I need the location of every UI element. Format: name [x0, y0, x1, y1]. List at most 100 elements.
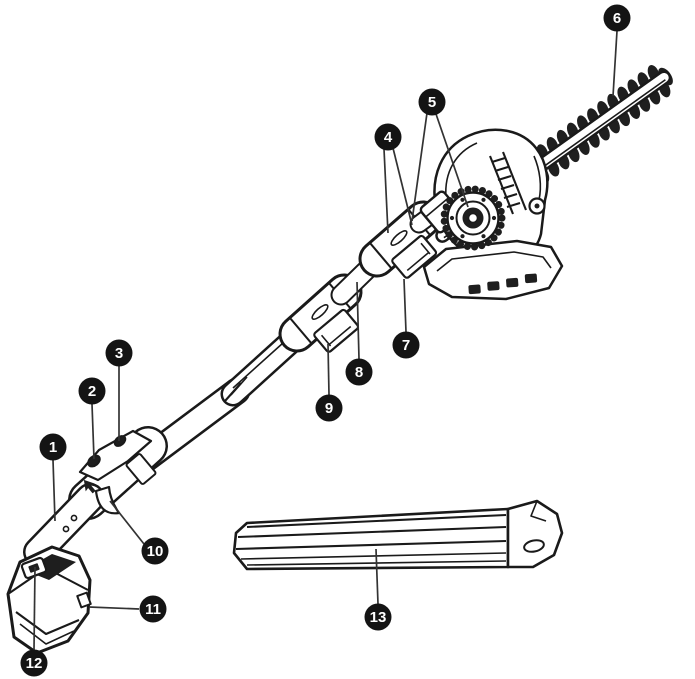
- cover-ridge: [246, 513, 507, 529]
- callout-3-switch-button: 3: [105, 339, 133, 367]
- leader-line-11: [88, 606, 140, 610]
- ratchet-rung: [491, 156, 506, 164]
- rear-grip-fill: [25, 485, 103, 565]
- leader-line-6: [612, 30, 618, 97]
- callout-5-head-pivot-lock: 5: [418, 88, 446, 116]
- hub-bolt: [481, 234, 486, 239]
- lever-detail: [320, 334, 332, 347]
- battery-rail-tab-body: [76, 591, 92, 609]
- battery-rib: [19, 623, 75, 645]
- callout-circle: [418, 88, 446, 116]
- blade-cover-body: [232, 507, 510, 571]
- guard-slots: [468, 273, 538, 295]
- callout-13-blade-cover: 13: [364, 603, 392, 631]
- pole-mount-bracket-body: [125, 453, 157, 485]
- battery-latch-button: [20, 556, 48, 580]
- callout-8-middle-pole-section: 8: [345, 358, 373, 386]
- ratchet-rail: [502, 151, 527, 211]
- lever-detail: [406, 251, 430, 272]
- leader-line-4: [392, 147, 413, 226]
- lever-detail: [420, 242, 431, 255]
- leader-line-7: [403, 278, 407, 333]
- cover-ridge: [235, 539, 507, 551]
- callout-number: 4: [384, 129, 393, 146]
- callout-circle: [20, 649, 48, 677]
- leader-line-10: [109, 500, 145, 545]
- leader-line-12: [33, 566, 36, 651]
- ratchet-rung: [503, 192, 518, 200]
- arrow-marking: [83, 479, 96, 494]
- guard-rim: [436, 251, 552, 272]
- callout-circle: [78, 377, 106, 405]
- callout-11-battery-pack: 11: [139, 595, 167, 623]
- callout-circle: [603, 4, 631, 32]
- telescoping-pole: [128, 191, 460, 476]
- ratchet-rung: [506, 201, 521, 209]
- ratchet-rail: [489, 155, 514, 215]
- callout-number: 12: [26, 655, 43, 672]
- battery-rail-tab: [76, 591, 92, 609]
- leader-line-2: [91, 403, 95, 460]
- coupler-label: [311, 304, 329, 320]
- callout-12-battery-latch-button: 12: [20, 649, 48, 677]
- hub-bolt: [449, 215, 455, 221]
- leader-line-5: [435, 113, 469, 208]
- hub-center: [467, 212, 479, 224]
- leader-line-8: [356, 281, 360, 360]
- switch-button: [113, 435, 127, 447]
- guard-slot: [487, 281, 500, 291]
- hub-gear-ring: [440, 185, 506, 251]
- callout-number: 13: [370, 609, 387, 626]
- cam-lock-lever-body: [313, 308, 360, 353]
- coupler-label: [390, 230, 408, 246]
- callout-number: 1: [49, 439, 57, 456]
- battery-rib: [15, 611, 80, 636]
- cap-notch: [530, 500, 547, 522]
- housing-screw: [62, 525, 70, 533]
- callout-circle: [364, 603, 392, 631]
- clamp-collar: [369, 242, 393, 270]
- guard-slot: [524, 273, 538, 284]
- cutter-head: [419, 128, 564, 301]
- ratchet-rung: [497, 174, 512, 182]
- callout-number: 10: [147, 543, 164, 560]
- callout-number: 11: [145, 601, 161, 618]
- callout-9-rear-coupler-lever: 9: [315, 394, 343, 422]
- hub-bolt: [460, 234, 465, 239]
- callout-2-lock-off-button: 2: [78, 377, 106, 405]
- pole-step-ring: [230, 376, 248, 396]
- callout-circle: [39, 433, 67, 461]
- callout-number: 7: [402, 337, 410, 354]
- callout-circle: [139, 595, 167, 623]
- cam-lock-lever-body: [391, 234, 438, 279]
- callout-circle: [345, 358, 373, 386]
- callout-number: 2: [88, 383, 96, 400]
- ratchet-rung: [494, 165, 509, 173]
- cover-ridge: [237, 525, 507, 539]
- blade-bolt-center: [534, 203, 540, 209]
- coupler-ring: [289, 317, 313, 345]
- battery-latch-glyph: [28, 563, 40, 573]
- cam-lock-lever: [313, 308, 360, 353]
- clamp-detail: [425, 197, 450, 218]
- leader-line-9: [327, 343, 330, 396]
- cam-lock-lever: [391, 234, 438, 279]
- callout-circle: [315, 394, 343, 422]
- head-cover-edge: [533, 155, 542, 201]
- leader-line-5: [411, 112, 428, 222]
- callout-number: 5: [428, 94, 436, 111]
- hub-bolt: [481, 197, 486, 202]
- callout-4-pole-clamp-collars: 4: [374, 123, 402, 151]
- callout-number: 6: [613, 10, 621, 27]
- callout-circle: [105, 339, 133, 367]
- pivot-hub: [440, 185, 506, 251]
- housing-screw: [70, 514, 78, 522]
- hub-bolt: [491, 215, 497, 221]
- callout-circle: [392, 331, 420, 359]
- callout-number: 9: [325, 400, 333, 417]
- leader-line-13: [375, 548, 379, 605]
- battery-pack: [6, 545, 92, 655]
